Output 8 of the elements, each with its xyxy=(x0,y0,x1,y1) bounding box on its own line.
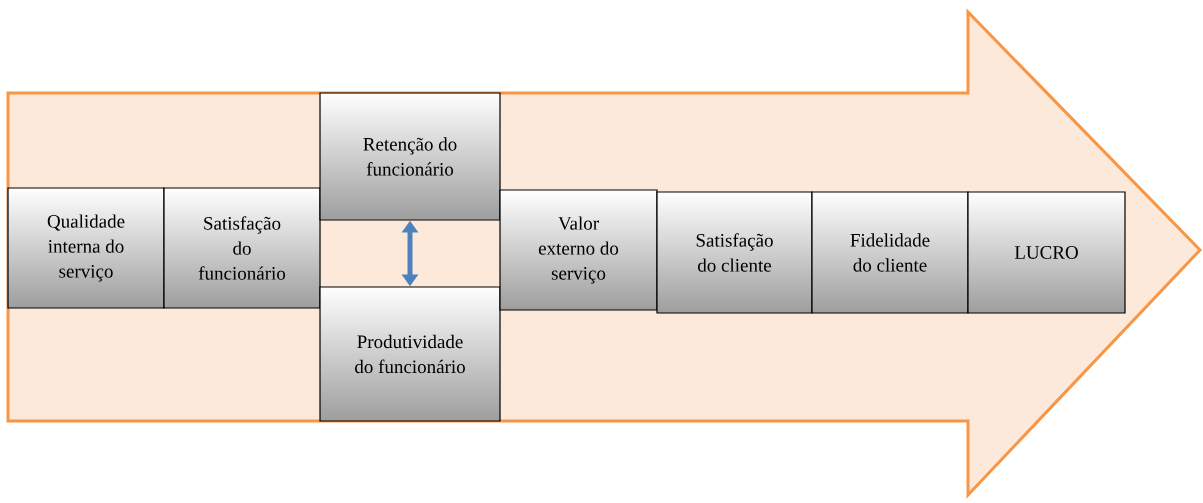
process-box: Qualidade interna do serviço xyxy=(7,187,165,309)
process-box: Satisfação do funcionário xyxy=(163,187,321,309)
process-box: LUCRO xyxy=(967,191,1126,314)
process-box: Valor externo do serviço xyxy=(499,189,658,311)
process-box: Retenção do funcionário xyxy=(319,92,501,221)
process-box: Satisfação do cliente xyxy=(656,191,813,314)
process-box: Produtividade do funcionário xyxy=(319,286,501,422)
process-box: Fidelidade do cliente xyxy=(811,191,969,314)
